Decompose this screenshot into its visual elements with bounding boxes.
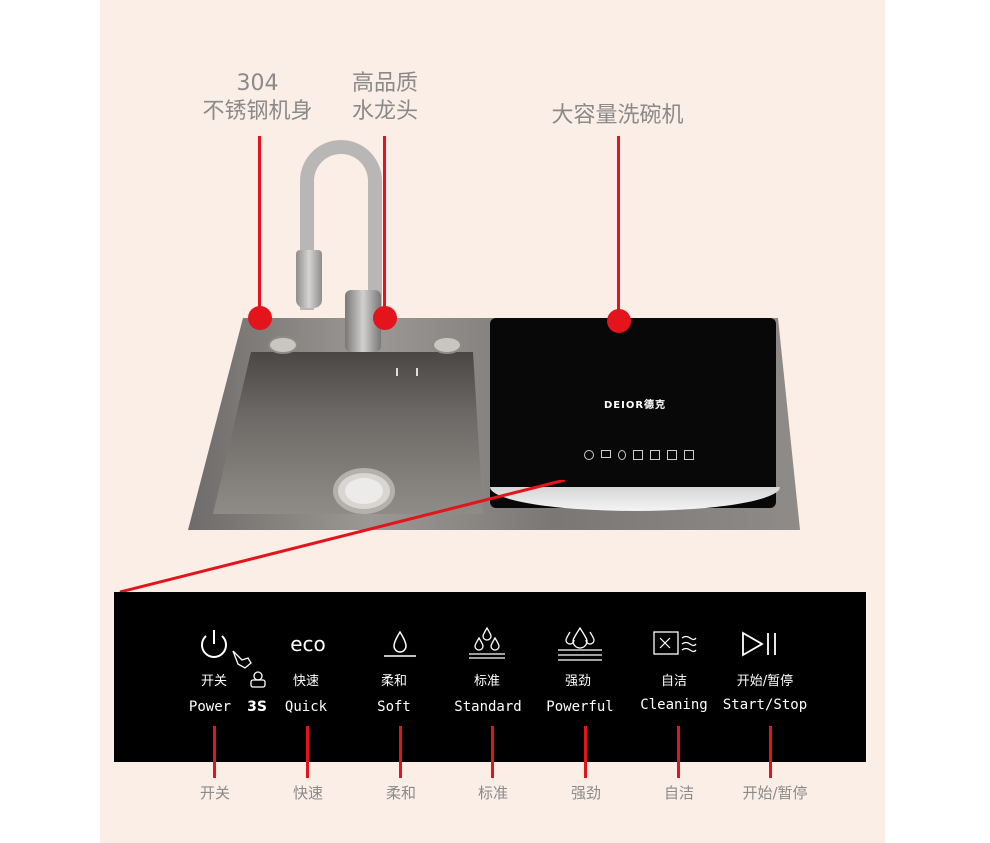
eco-glyph: eco [290,632,326,656]
panel-cn-cleaning: 自洁 [660,674,687,689]
panel-en-soft: Soft [377,699,411,715]
panel-cn-quick: 快速 [292,674,319,689]
bottom-label-start: 开始/暂停 [742,784,808,802]
child-lock-icon [248,670,268,690]
panel-en-start: Start/Stop [722,697,808,713]
strong-wash-icon[interactable] [556,626,604,662]
bottom-label-soft: 柔和 [385,784,416,802]
callout-faucet-line2: 水龙头 [351,99,418,124]
panel-cn-power: 开关 [200,674,227,689]
eco-icon[interactable]: eco [280,632,336,656]
callout-body: 304 不锈钢机身 [195,70,320,126]
drain-knob [432,336,462,354]
tick-powerful [584,726,587,778]
dishwasher-lid [490,318,776,508]
panel-en-power: Power [188,699,232,715]
tick-soft [399,726,402,778]
panel-cn-soft: 柔和 [380,674,407,689]
control-panel [114,592,866,762]
callout-body-line1: 304 [236,71,279,96]
tick-quick [306,726,309,778]
callout-faucet-line1: 高品质 [351,71,418,96]
bottom-label-power: 开关 [199,784,230,802]
triple-drop-icon[interactable] [466,626,508,660]
bottom-label-standard: 标准 [477,784,508,802]
panel-en-powerful: Powerful [546,699,614,715]
tick-standard [491,726,494,778]
power-icon[interactable] [196,628,232,662]
tick-cleaning [677,726,680,778]
panel-en-standard: Standard [454,699,522,715]
callout-body-line2: 不锈钢机身 [202,99,313,124]
overflow-slot [396,368,418,376]
callout-dishwasher: 大容量洗碗机 [551,103,684,128]
mini-control-strip [584,450,694,460]
brand-logo: DEIOR德克 [604,400,667,411]
callout-line-faucet [383,136,386,308]
callout-dot-body [248,306,272,330]
tick-start [769,726,772,778]
panel-cn-start: 开始/暂停 [736,674,794,689]
callout-line-dishwasher [617,136,620,310]
callout-line-body [258,136,261,308]
soap-dispenser [268,336,298,354]
play-pause-icon[interactable] [740,630,780,658]
bottom-label-cleaning: 自洁 [663,784,694,802]
callout-dot-dishwasher [607,309,631,333]
faucet-head [296,250,322,308]
panel-cn-powerful: 强劲 [564,674,591,689]
bottom-label-quick: 快速 [292,784,323,802]
panel-en-cleaning: Cleaning [640,697,708,713]
callout-faucet: 高品质 水龙头 [345,70,425,126]
water-drop-icon[interactable] [380,628,420,660]
bottom-label-powerful: 强劲 [570,784,601,802]
panel-cn-standard: 标准 [473,674,500,689]
callout-dot-faucet [373,306,397,330]
hold-3s-label: 3S [247,699,267,715]
drain [333,468,395,514]
tick-power [213,726,216,778]
self-clean-icon[interactable] [652,630,698,658]
zoom-connector-line [119,480,566,594]
panel-en-quick: Quick [284,699,328,715]
touch-hand-icon [230,648,254,670]
drain-cover [345,478,383,504]
